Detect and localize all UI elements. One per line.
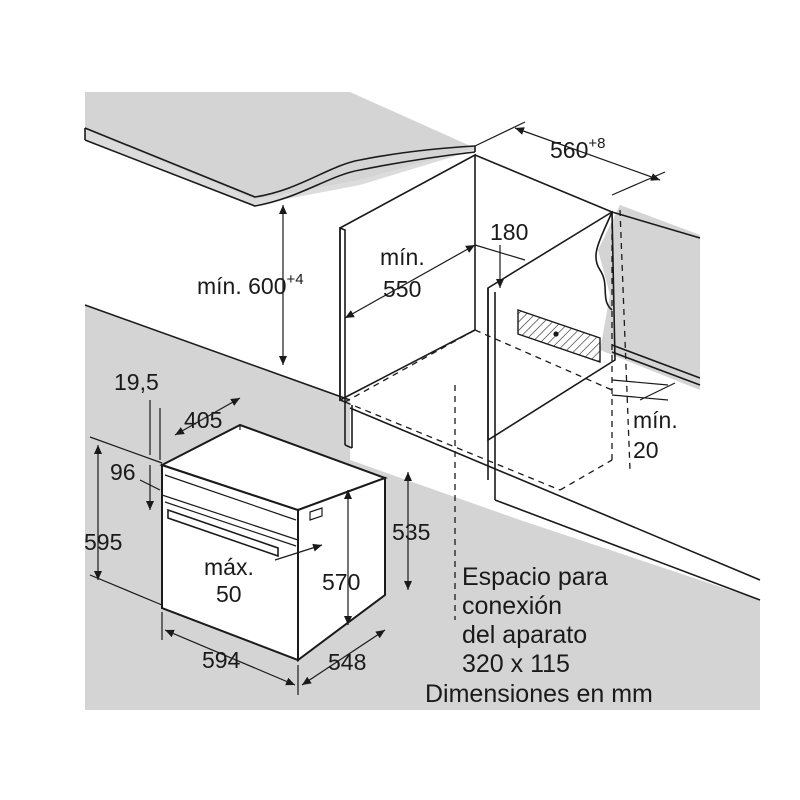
- niche-width-label: 560: [550, 137, 588, 163]
- handle-value: 50: [216, 581, 242, 607]
- inner-height-label: 570: [322, 569, 360, 595]
- min-depth-value: 550: [383, 276, 421, 302]
- oven: [159, 423, 388, 662]
- dimension-labels: 560+8 mín. 600+4 mín. 550 180 mín. 20 19…: [84, 135, 678, 675]
- handle-label: máx.: [204, 554, 254, 580]
- dimension-lines: [89, 121, 676, 695]
- front-offset-label: 19,5: [114, 369, 159, 395]
- panel-depth-label: 405: [184, 407, 222, 433]
- countertop-top: [85, 92, 475, 200]
- total-height-label: 595: [84, 529, 122, 555]
- connection-note-line-3: del aparato: [462, 621, 587, 649]
- min-depth-label: mín.: [380, 244, 425, 270]
- notes: Espacio para conexión del aparato 320 x …: [425, 563, 653, 708]
- niche-width-tolerance: +8: [588, 135, 605, 152]
- oven-handle: [167, 508, 279, 558]
- right-cabinet-wall: [598, 205, 700, 390]
- top-edge-label: 96: [110, 459, 136, 485]
- depth-label: 548: [328, 649, 366, 675]
- width-label: 594: [202, 647, 241, 673]
- side-gap-label: mín.: [633, 407, 678, 433]
- connection-note-line-1: Espacio para: [462, 563, 608, 591]
- connection-size: 320 x 115: [462, 650, 570, 678]
- niche-cabinet: [84, 153, 761, 620]
- svg-text:mín. 600+4: mín. 600+4: [197, 271, 304, 299]
- min-height-label: mín. 600: [197, 273, 287, 299]
- vent-depth-label: 180: [490, 219, 528, 245]
- body-height-label: 535: [392, 519, 430, 545]
- countertop: [84, 127, 476, 207]
- countertop-edge: [85, 130, 475, 205]
- connection-area: [517, 309, 601, 363]
- right-wall: [595, 211, 701, 386]
- min-height-tolerance: +4: [287, 271, 304, 288]
- side-gap-value: 20: [633, 437, 659, 463]
- svg-text:560+8: 560+8: [550, 135, 605, 163]
- oven-side: [297, 476, 386, 662]
- connection-note-line-2: conexión: [462, 592, 562, 620]
- units-note: Dimensiones en mm: [425, 680, 653, 708]
